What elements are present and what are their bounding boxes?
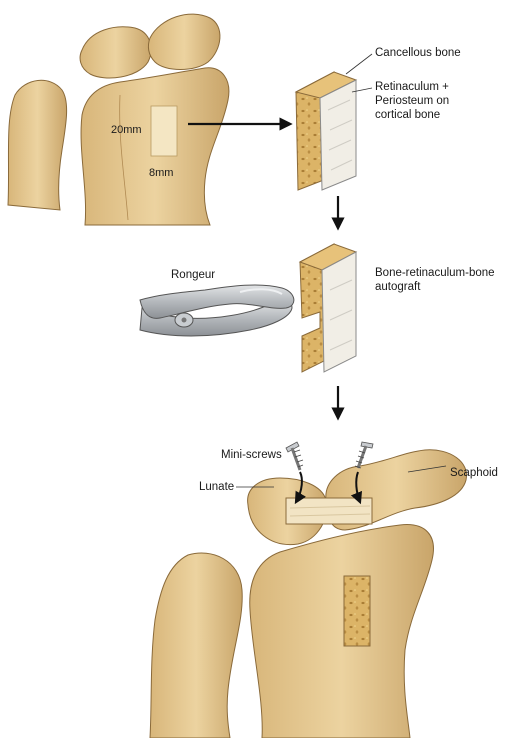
cancellous-bone-label: Cancellous bone xyxy=(375,47,461,59)
screw-path-arrow-right xyxy=(350,471,363,505)
mini-screw-right xyxy=(354,441,374,469)
wrist-donor-site: 20mm 8mm xyxy=(7,13,293,226)
dim-length-label: 20mm xyxy=(111,124,142,136)
retinaculum-label: Retinaculum + Periosteum on cortical bon… xyxy=(375,81,450,121)
rongeur-upper-handle xyxy=(139,284,295,319)
autograft-label: Bone-retinaculum-bone autograft xyxy=(375,267,495,293)
fixation-scene xyxy=(149,441,467,738)
ulna-top xyxy=(7,79,68,211)
carpal-bone-top-left xyxy=(79,26,152,79)
mini-screw-left xyxy=(285,441,304,471)
mini-screws-label: Mini-screws xyxy=(221,449,282,461)
notched-autograft xyxy=(298,243,358,421)
rongeur-instrument xyxy=(139,284,295,337)
carpal-bone-top-right xyxy=(147,13,221,70)
screw-path-arrow-left xyxy=(294,471,307,505)
scaphoid-label: Scaphoid xyxy=(450,467,498,479)
rongeur-label: Rongeur xyxy=(171,269,216,281)
radius-bottom xyxy=(249,524,434,738)
dim-width-label: 8mm xyxy=(149,167,173,179)
ulna-bottom xyxy=(149,552,243,738)
autograft-cortical-face xyxy=(321,251,357,373)
graft-harvest-site xyxy=(150,105,178,157)
radius-donor-defect xyxy=(343,575,371,647)
graft-block xyxy=(294,53,373,231)
graft-cortical-face xyxy=(319,79,357,191)
lunate-label: Lunate xyxy=(199,481,235,493)
